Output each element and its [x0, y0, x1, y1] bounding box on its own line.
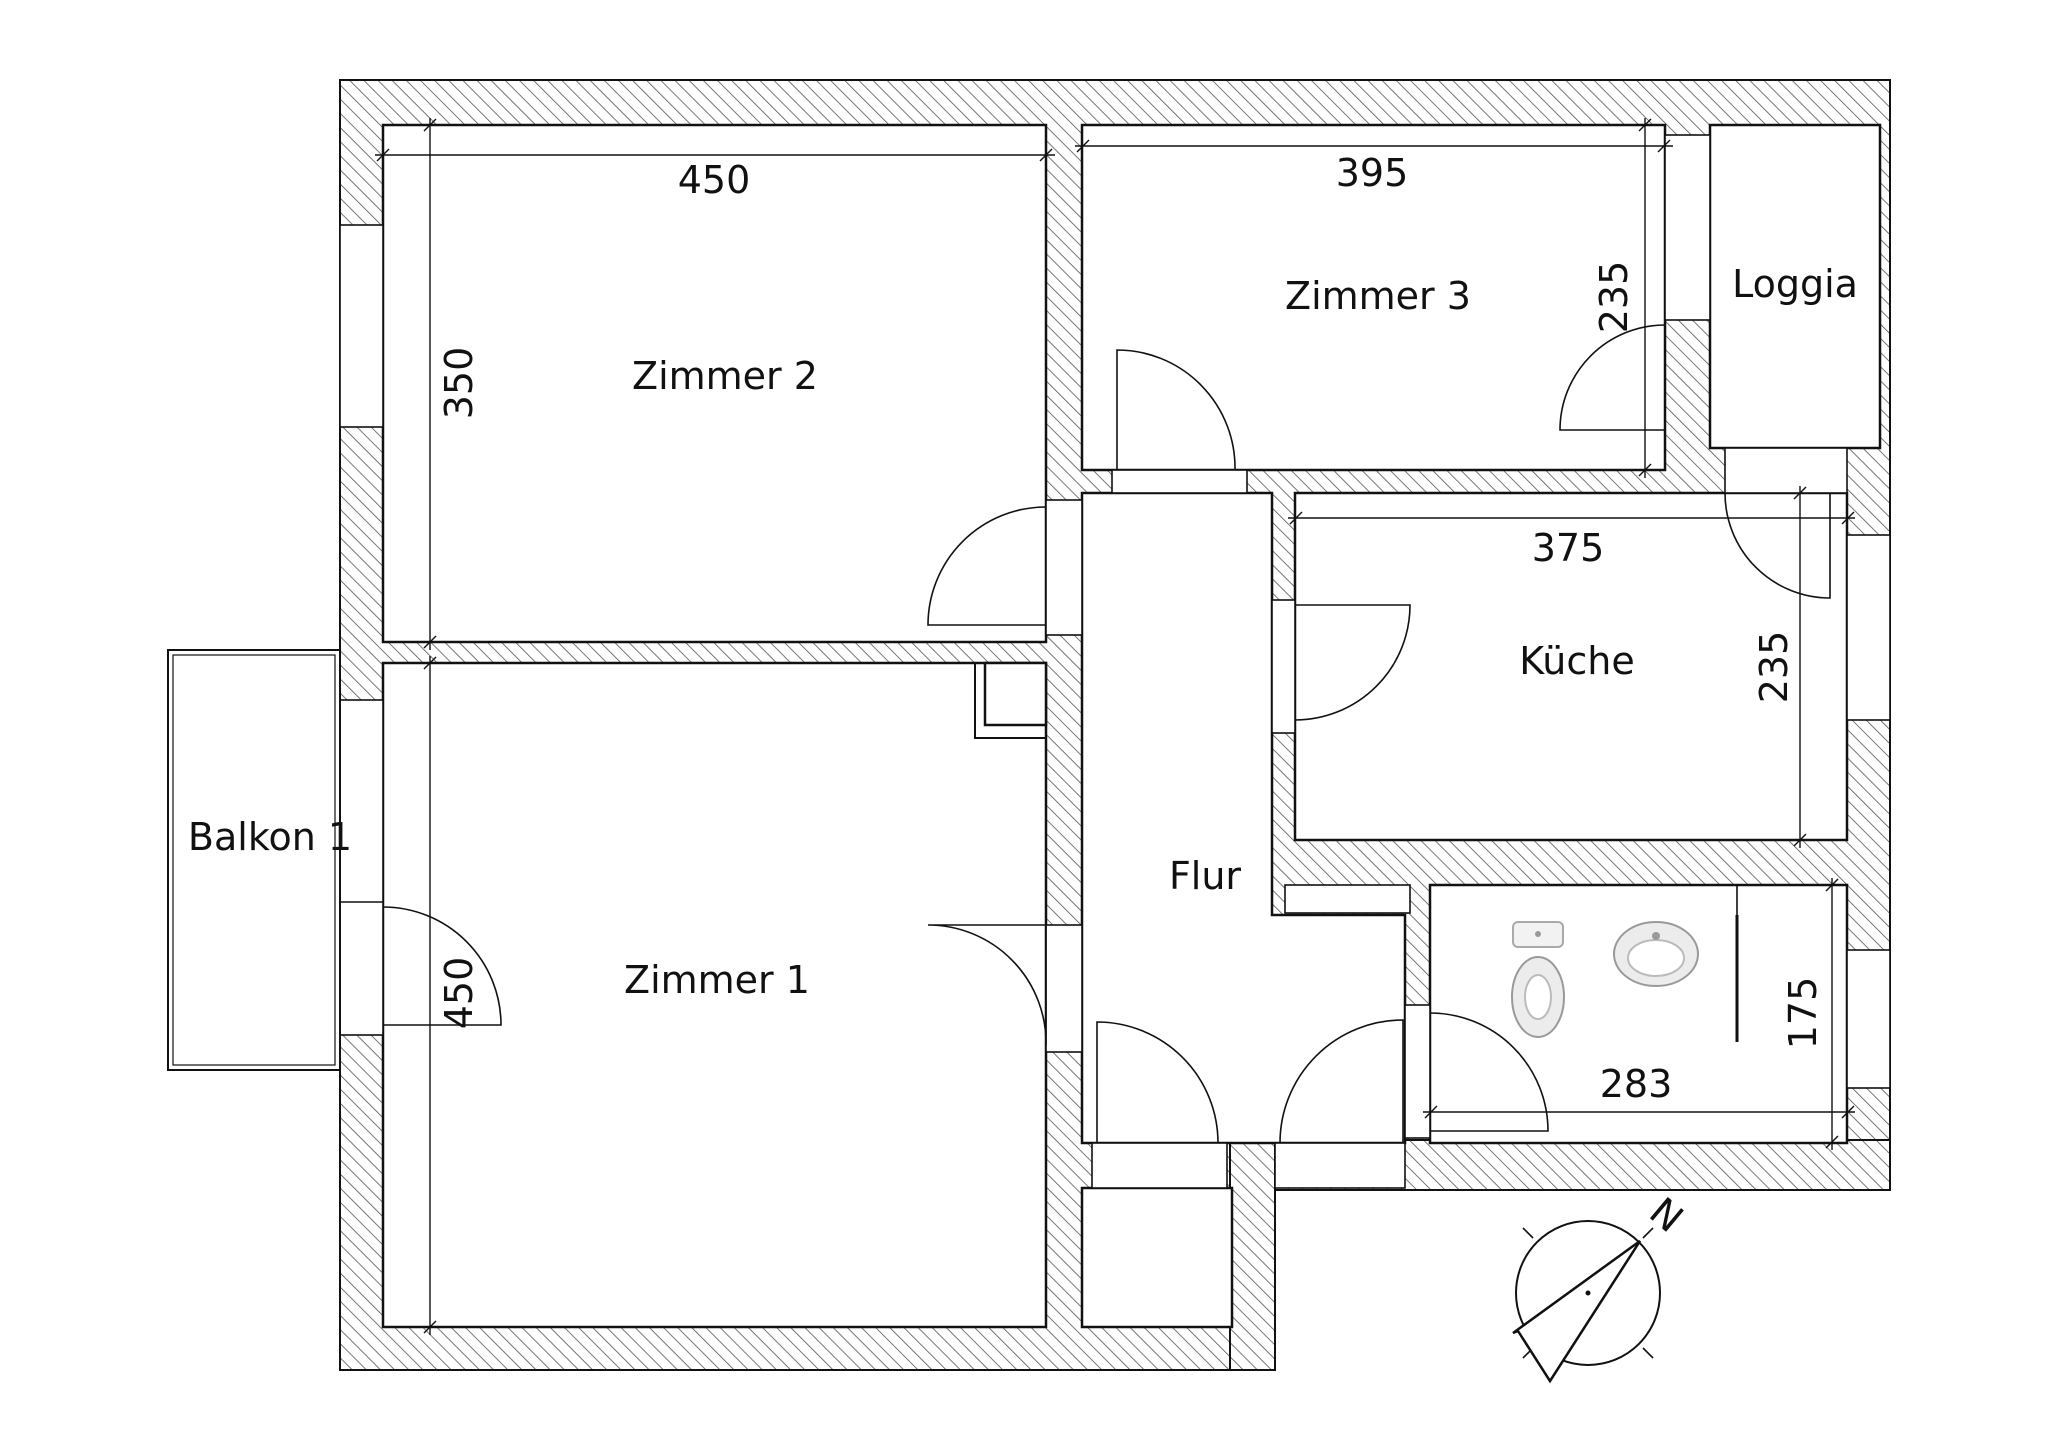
label-loggia: Loggia	[1732, 262, 1858, 306]
sink-icon	[1613, 921, 1699, 987]
doors	[382, 324, 1831, 1144]
balkon	[167, 649, 341, 1071]
dim-zimmer1-depth: 450	[437, 957, 481, 1030]
label-zimmer3: Zimmer 3	[1285, 274, 1471, 318]
zimmer2-room	[381, 123, 1048, 644]
zimmer1-room	[381, 661, 1048, 1329]
dim-kueche-width: 375	[1532, 526, 1605, 570]
schacht-wall	[974, 663, 1046, 739]
dim-zimmer2-width: 450	[678, 158, 751, 202]
label-zimmer1: Zimmer 1	[624, 958, 810, 1002]
dim-bad-depth: 175	[1781, 977, 1825, 1050]
label-balkon: Balkon 1	[188, 815, 352, 859]
dim-zimmer2-depth: 350	[437, 347, 481, 420]
dim-bad-width: 283	[1600, 1062, 1673, 1106]
dim-kueche-depth: 235	[1752, 631, 1796, 704]
label-flur: Flur	[1169, 854, 1241, 898]
wall-niche	[1284, 884, 1411, 914]
abstellraum-room	[1080, 1186, 1234, 1329]
zimmer3-room	[1080, 123, 1667, 472]
kueche-room	[1293, 491, 1849, 842]
dim-zimmer3-depth: 235	[1592, 261, 1636, 334]
toilet-icon	[1511, 921, 1565, 1038]
dimension-lines	[375, 118, 1855, 1335]
flur-room	[1080, 491, 1407, 1145]
schacht	[983, 661, 1048, 727]
label-kueche: Küche	[1519, 639, 1634, 683]
windows	[339, 134, 1891, 1189]
notch-wall-side	[1229, 1139, 1276, 1371]
dim-zimmer3-width: 395	[1336, 151, 1409, 195]
label-zimmer2: Zimmer 2	[632, 354, 818, 398]
compass-icon	[1512, 1220, 1661, 1384]
